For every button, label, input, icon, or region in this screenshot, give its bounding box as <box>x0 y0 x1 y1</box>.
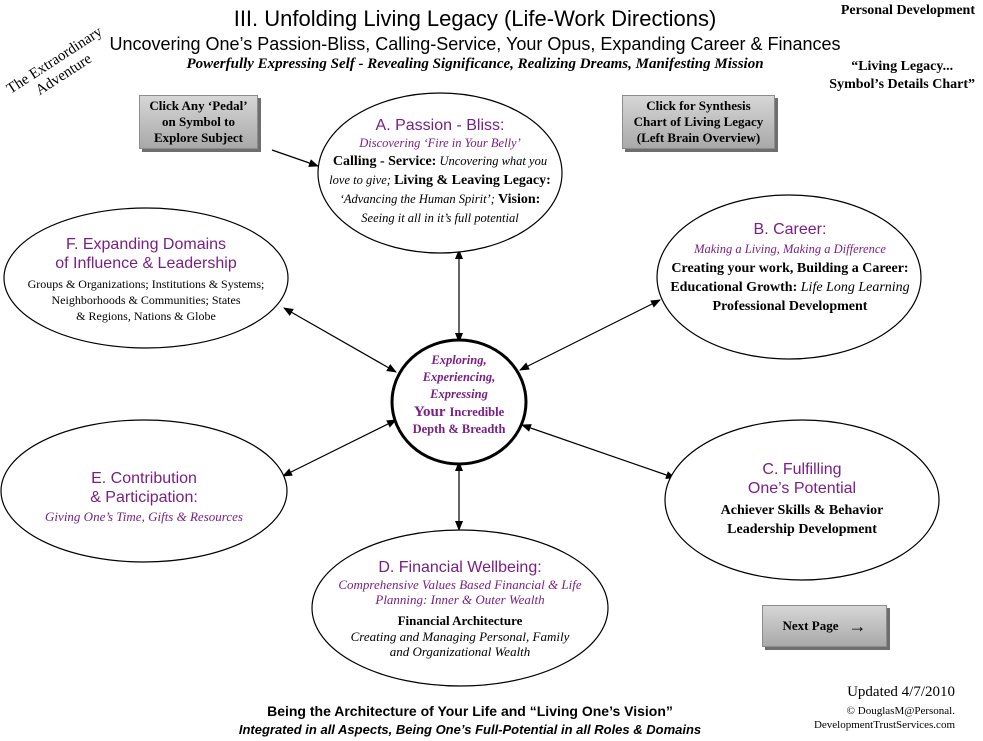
node-a-legacy-text: ‘Advancing the Human Spirit’; <box>339 192 495 206</box>
node-a[interactable]: A. Passion - Bliss: Discovering ‘Fire in… <box>322 116 558 228</box>
node-b-line2-label: Educational Growth: <box>670 280 798 295</box>
node-b-subtitle: Making a Living, Making a Difference <box>694 242 886 256</box>
node-a-calling-label: Calling - Service: <box>332 154 437 169</box>
node-b-line2-text: Life Long Learning <box>800 280 910 295</box>
node-d-ellipse[interactable] <box>311 529 609 687</box>
node-d-line1: Financial Architecture <box>397 613 523 628</box>
synthesis-button-line3: (Left Brain Overview) <box>636 130 761 145</box>
node-e[interactable]: E. Contribution & Participation: Giving … <box>8 469 280 526</box>
node-d-line2: Creating and Managing Personal, Family <box>350 629 570 644</box>
node-a-body: Calling - Service: Uncovering what you l… <box>322 152 558 228</box>
node-a-vision-text: Seeing it all in it’s full potential <box>361 211 519 225</box>
center-line2: Experiencing, <box>422 370 496 384</box>
node-d-title: D. Financial Wellbeing: <box>378 559 542 576</box>
node-b-title: B. Career: <box>753 221 827 238</box>
node-f-line3: & Regions, Nations & Globe <box>76 309 216 323</box>
footer-line1: Being the Architecture of Your Life and … <box>267 703 673 719</box>
node-f[interactable]: F. Expanding Domains of Influence & Lead… <box>6 235 286 324</box>
node-b-line3: Professional Development <box>712 299 868 314</box>
arrow-right-icon: → <box>848 616 867 636</box>
node-d-sub1: Comprehensive Values Based Financial & L… <box>338 577 582 592</box>
node-f-title2: of Influence & Leadership <box>55 255 237 272</box>
chart-label: “Living Legacy... Symbol’s Details Chart… <box>829 58 975 94</box>
copyright-line1: © DouglasM@Personal. <box>846 705 955 717</box>
copyright: © DouglasM@Personal. DevelopmentTrustSer… <box>814 704 955 732</box>
synthesis-chart-button[interactable]: Click for Synthesis Chart of Living Lega… <box>622 95 775 149</box>
explore-button-line2: on Symbol to <box>162 114 235 129</box>
node-b-ellipse[interactable] <box>656 194 922 360</box>
node-c-title2: One’s Potential <box>747 480 857 497</box>
node-c-ellipse[interactable] <box>664 419 940 581</box>
updated-date: Updated 4/7/2010 <box>847 684 955 700</box>
footer-line2: Integrated in all Aspects, Being One’s F… <box>238 722 702 737</box>
node-a-calling-text: Uncovering what you love to give; <box>329 154 548 187</box>
node-d[interactable]: D. Financial Wellbeing: Comprehensive Va… <box>312 558 608 659</box>
explore-button-line1: Click Any ‘Pedal’ <box>149 98 248 113</box>
corner-label: Personal Development <box>840 3 975 18</box>
center-incredible: Incredible <box>449 405 505 419</box>
node-f-line2: Neighborhoods & Communities; States <box>51 293 241 307</box>
node-e-title1: E. Contribution <box>91 470 197 487</box>
node-f-line1: Groups & Organizations; Institutions & S… <box>27 277 265 291</box>
explore-subject-button[interactable]: Click Any ‘Pedal’ on Symbol to Explore S… <box>139 95 258 149</box>
node-f-title1: F. Expanding Domains <box>65 236 227 253</box>
node-b-line1: Creating your work, Building a Career: <box>671 261 909 276</box>
center-your: Your <box>413 404 446 420</box>
center-line5: Depth & Breadth <box>412 422 506 436</box>
chart-label-line2: Symbol’s Details Chart” <box>829 77 975 92</box>
node-d-line3: and Organizational Wealth <box>389 644 531 659</box>
node-b-line2: Educational Growth: Life Long Learning <box>660 278 920 297</box>
node-e-ellipse[interactable] <box>0 419 288 563</box>
connector-center-b <box>519 299 661 371</box>
node-a-title: A. Passion - Bliss: <box>375 117 505 134</box>
node-a-ellipse[interactable] <box>317 92 563 254</box>
synthesis-button-line2: Chart of Living Legacy <box>633 114 764 129</box>
center-node[interactable]: Exploring, Experiencing, Expressing Your… <box>395 352 523 438</box>
node-d-sub2: Planning: Inner & Outer Wealth <box>375 592 545 607</box>
center-ellipse[interactable] <box>390 338 528 466</box>
node-e-subtitle: Giving One’s Time, Gifts & Resources <box>45 509 243 524</box>
node-a-vision-label: Vision: <box>498 192 541 207</box>
center-line4: Your Incredible <box>395 403 523 421</box>
node-c-line2: Leadership Development <box>727 522 877 537</box>
page-subtitle: Uncovering One’s Passion-Bliss, Calling-… <box>109 34 841 54</box>
connector-center-f <box>283 307 397 373</box>
page-tagline: Powerfully Expressing Self - Revealing S… <box>186 56 764 72</box>
page-title: III. Unfolding Living Legacy (Life-Work … <box>233 6 717 31</box>
next-page-button[interactable]: Next Page → <box>762 605 887 647</box>
node-c[interactable]: C. Fulfilling One’s Potential Achiever S… <box>670 460 934 539</box>
connector-button-a <box>271 149 319 167</box>
chart-label-line1: “Living Legacy... <box>851 59 954 74</box>
connector-center-c <box>521 424 676 479</box>
center-line3: Expressing <box>430 387 488 401</box>
node-c-title1: C. Fulfilling <box>762 461 842 478</box>
node-e-title2: & Participation: <box>90 489 198 506</box>
connector-center-e <box>282 419 397 477</box>
next-page-label: Next Page <box>782 618 839 633</box>
node-c-line1: Achiever Skills & Behavior <box>720 503 884 518</box>
copyright-line2: DevelopmentTrustServices.com <box>813 719 955 731</box>
node-b[interactable]: B. Career: Making a Living, Making a Dif… <box>660 220 920 316</box>
node-f-ellipse[interactable] <box>3 207 289 349</box>
center-line1: Exploring, <box>431 353 487 367</box>
synthesis-button-line1: Click for Synthesis <box>646 98 751 113</box>
node-a-subtitle: Discovering ‘Fire in Your Belly’ <box>359 136 521 150</box>
node-a-legacy-label: Living & Leaving Legacy: <box>394 173 551 188</box>
explore-button-line3: Explore Subject <box>154 130 243 145</box>
